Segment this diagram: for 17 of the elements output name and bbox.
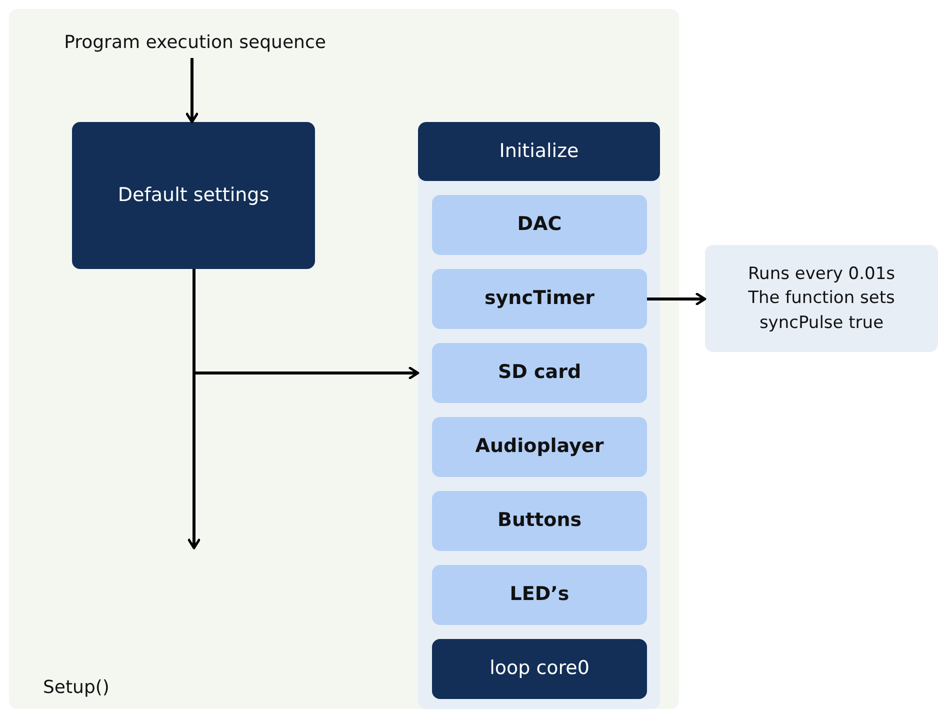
process-box: LED’s: [432, 565, 647, 625]
section-label: Setup(): [43, 676, 110, 700]
setup-panel: [9, 9, 679, 709]
process-box: loop core0: [432, 639, 647, 699]
heading-text: Program execution sequence: [30, 28, 360, 58]
note-box: Runs every 0.01s The function sets syncPulse true: [705, 245, 938, 352]
process-box: DAC: [432, 195, 647, 255]
process-box: Initialize: [418, 122, 660, 181]
process-box: Audioplayer: [432, 417, 647, 477]
arrow: [186, 58, 198, 124]
arrow: [188, 269, 200, 550]
process-box: SD card: [432, 343, 647, 403]
arrow: [647, 292, 706, 306]
initialize-column: [418, 122, 660, 709]
process-box: Default settings: [72, 122, 315, 269]
process-box: syncTimer: [432, 269, 647, 329]
process-box: Buttons: [432, 491, 647, 551]
